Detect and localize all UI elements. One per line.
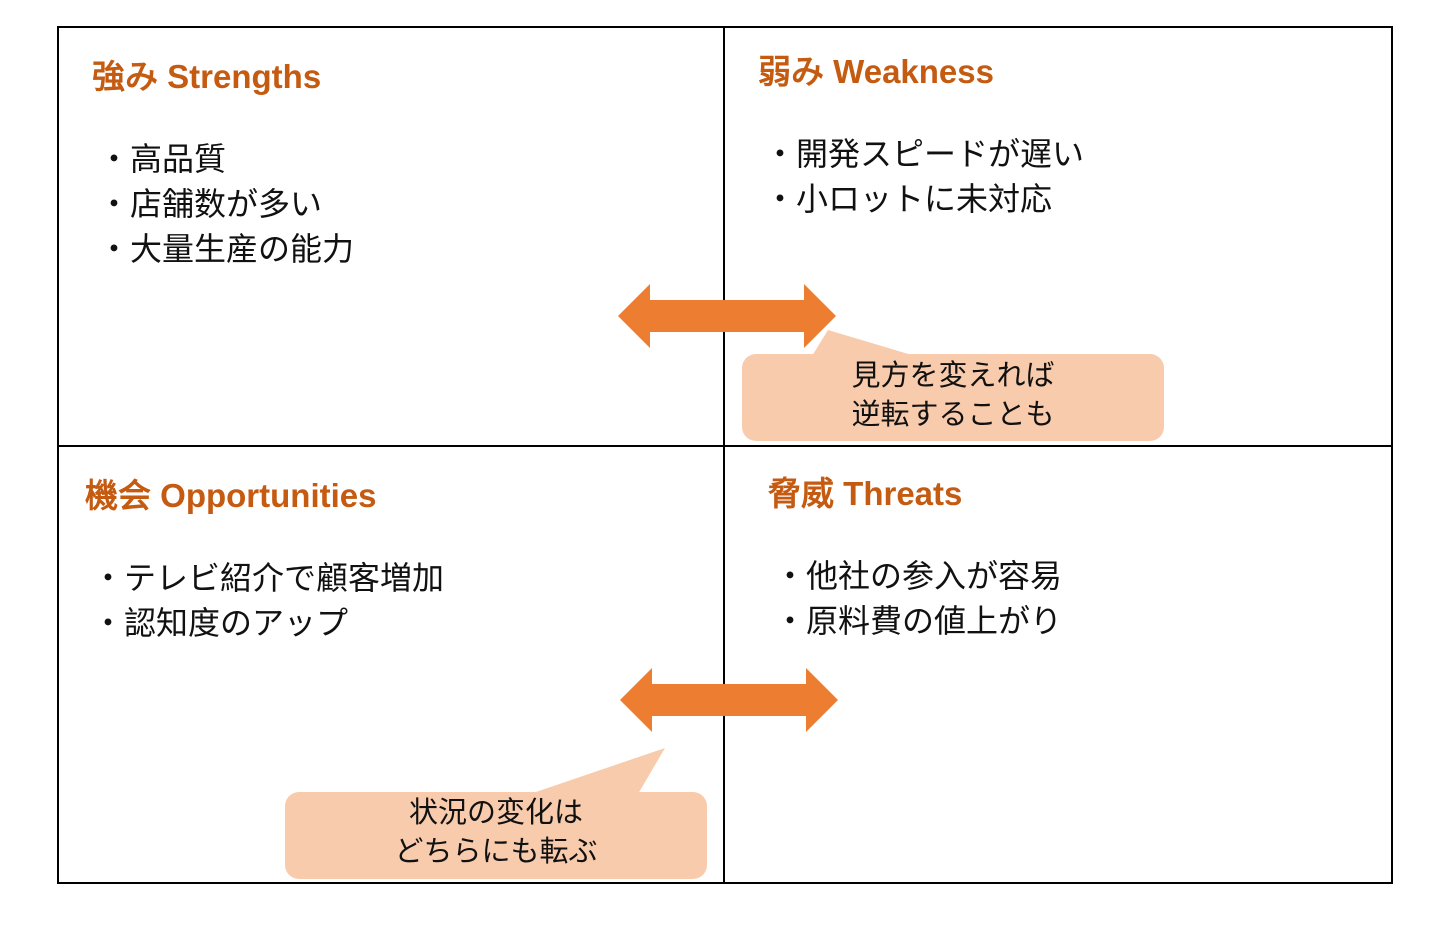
callout-line: 見方を変えれば: [851, 358, 1055, 392]
list-item: 認知度のアップ: [92, 601, 444, 646]
threats-list: 他社の参入が容易 原料費の値上がり: [774, 554, 1062, 644]
horizontal-divider: [57, 445, 1391, 447]
list-item: 小ロットに未対応: [764, 177, 1084, 222]
list-item: 店舗数が多い: [98, 182, 354, 227]
double-arrow-bottom: [620, 668, 838, 732]
callout-line: どちらにも転ぶ: [394, 834, 598, 868]
opportunities-title: 機会 Opportunities: [85, 477, 377, 514]
vertical-divider: [723, 26, 725, 883]
callout-top-shape: [742, 330, 1164, 441]
strengths-title: 強み Strengths: [92, 58, 322, 95]
callout-bottom-shape: [285, 748, 707, 879]
callout-line: 逆転することも: [851, 397, 1055, 431]
list-item: 開発スピードが遅い: [764, 132, 1084, 177]
list-item: テレビ紹介で顧客増加: [92, 556, 444, 601]
callout-top: 見方を変えれば 逆転することも: [742, 356, 1164, 434]
weakness-list: 開発スピードが遅い 小ロットに未対応: [764, 132, 1084, 222]
strengths-list: 高品質 店舗数が多い 大量生産の能力: [98, 137, 354, 272]
list-item: 大量生産の能力: [98, 227, 354, 272]
callout-line: 状況の変化は: [408, 795, 583, 829]
callout-bottom: 状況の変化は どちらにも転ぶ: [285, 793, 707, 871]
list-item: 原料費の値上がり: [774, 599, 1062, 644]
swot-grid: [57, 26, 1393, 884]
weakness-title: 弱み Weakness: [758, 53, 994, 90]
double-arrow-top: [618, 284, 836, 348]
opportunities-list: テレビ紹介で顧客増加 認知度のアップ: [92, 556, 444, 646]
list-item: 高品質: [98, 137, 354, 182]
list-item: 他社の参入が容易: [774, 554, 1062, 599]
threats-title: 脅威 Threats: [768, 475, 963, 512]
